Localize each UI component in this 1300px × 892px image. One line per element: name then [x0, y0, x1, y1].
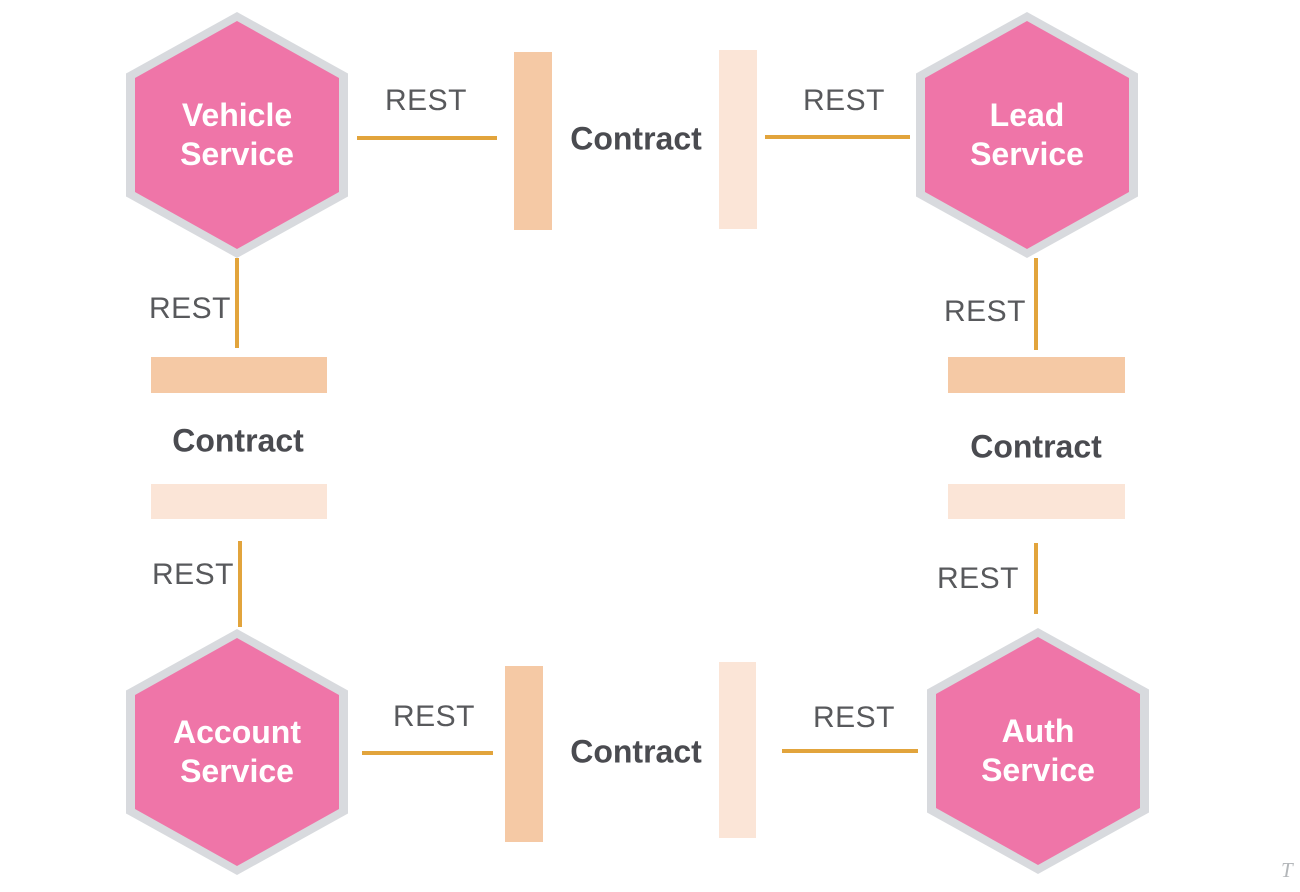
- rest-label-top-right: REST: [802, 84, 886, 117]
- connector-left-contract-to-account: [238, 541, 242, 627]
- node-label-line1: Lead: [989, 97, 1065, 133]
- node-label-line2: Service: [180, 753, 294, 789]
- node-auth-service: Auth Service: [927, 628, 1149, 874]
- contract-right-bar-dark: [948, 357, 1125, 393]
- connector-bottom-contract-to-auth: [782, 749, 918, 753]
- node-label: Auth Service: [981, 712, 1095, 790]
- contract-left-bar-light: [151, 484, 327, 519]
- rest-label-right-lower: REST: [936, 562, 1020, 595]
- node-label-line1: Account: [173, 714, 301, 750]
- node-label-line2: Service: [981, 752, 1095, 788]
- contract-left-bar-dark: [151, 357, 327, 393]
- hexagon-shape: Auth Service: [936, 637, 1140, 865]
- contract-top-bar-light: [719, 50, 757, 229]
- node-label-line1: Vehicle: [181, 97, 293, 133]
- contract-label-right: Contract: [970, 428, 1102, 465]
- contract-label-top: Contract: [570, 120, 702, 157]
- hexagon-shape: Account Service: [135, 638, 339, 866]
- node-vehicle-service: Vehicle Service: [126, 12, 348, 258]
- contract-label-bottom: Contract: [570, 733, 702, 770]
- hexagon-shape: Lead Service: [925, 21, 1129, 249]
- node-label-line2: Service: [970, 136, 1084, 172]
- rest-label-left-lower: REST: [151, 558, 235, 591]
- connector-vehicle-to-left-contract: [235, 258, 239, 348]
- node-account-service: Account Service: [126, 629, 348, 875]
- rest-label-top-left: REST: [384, 84, 468, 117]
- contract-bottom-bar-light: [719, 662, 756, 838]
- contract-right-bar-light: [948, 484, 1125, 519]
- corner-watermark: T: [1281, 858, 1293, 882]
- contract-label-left: Contract: [172, 422, 304, 459]
- node-label: Vehicle Service: [180, 96, 294, 174]
- contract-bottom-bar-dark: [505, 666, 543, 842]
- rest-label-bottom-left: REST: [392, 700, 476, 733]
- contract-top-bar-dark: [514, 52, 552, 230]
- connector-lead-to-right-contract: [1034, 258, 1038, 350]
- hexagon-shape: Vehicle Service: [135, 21, 339, 249]
- connector-account-to-bottom-contract: [362, 751, 493, 755]
- rest-label-bottom-right: REST: [812, 701, 896, 734]
- node-label-line2: Service: [180, 136, 294, 172]
- node-lead-service: Lead Service: [916, 12, 1138, 258]
- node-label: Lead Service: [970, 96, 1084, 174]
- node-label-line1: Auth: [1001, 713, 1075, 749]
- rest-label-left-upper: REST: [148, 292, 232, 325]
- connector-top-contract-to-lead: [765, 135, 910, 139]
- rest-label-right-upper: REST: [943, 295, 1027, 328]
- connector-right-contract-to-auth: [1034, 543, 1038, 614]
- connector-vehicle-to-top-contract: [357, 136, 497, 140]
- node-label: Account Service: [173, 713, 301, 791]
